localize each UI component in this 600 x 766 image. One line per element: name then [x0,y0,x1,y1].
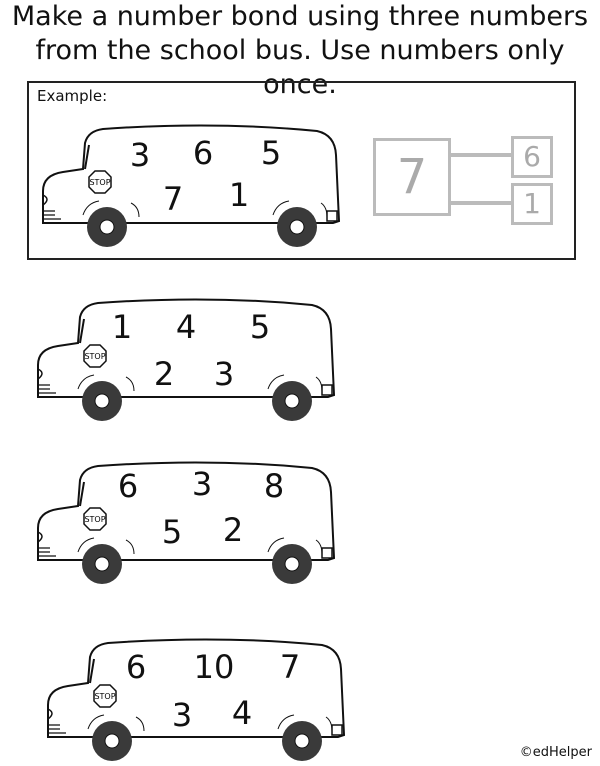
bond-part-2: 1 [511,183,553,225]
svg-text:STOP: STOP [84,515,105,524]
bus-number: 4 [175,308,197,346]
instructions: Make a number bond using three numbers f… [0,0,600,102]
bond-connector [451,153,513,157]
bus-number: 1 [228,176,250,214]
example-label: Example: [37,87,108,105]
bus-number: 8 [263,467,285,505]
bus-number: 3 [171,696,193,734]
bond-connector [451,201,513,205]
school-bus-icon: STOP [37,461,336,584]
school-bus-icon: STOP [37,298,336,421]
bus-number: 7 [279,648,301,686]
bus-1: STOP 1 4 5 2 3 [30,297,340,422]
example-box: Example: STOP 3 6 5 7 1 7 6 1 [27,81,576,260]
bus-3: STOP 6 10 7 3 4 [40,637,350,762]
bus-number: 5 [249,308,271,346]
bus-number: 5 [260,134,282,172]
instructions-line-1: Make a number bond using three numbers [11,1,589,32]
svg-text:STOP: STOP [89,178,110,187]
bus-number: 2 [222,511,244,549]
bus-number: 10 [193,648,235,686]
bus-number: 3 [191,465,213,503]
bus-number: 1 [111,308,133,346]
bus-number: 6 [192,134,214,172]
bus-number: 3 [213,355,235,393]
svg-text:STOP: STOP [94,692,115,701]
example-bus: STOP 3 6 5 7 1 [35,123,345,248]
bus-number: 3 [129,136,151,174]
instructions-line-2: from the school bus. Use numbers only on… [35,35,565,100]
school-bus-icon: STOP [42,124,341,247]
bus-number: 2 [153,355,175,393]
school-bus-icon: STOP [47,638,346,761]
bus-number: 5 [161,513,183,551]
bus-number: 6 [117,467,139,505]
bus-number: 6 [125,648,147,686]
bond-whole: 7 [373,138,451,216]
copyright: ©edHelper [519,745,592,760]
bus-2: STOP 6 3 8 5 2 [30,460,340,585]
svg-text:STOP: STOP [84,352,105,361]
bus-number: 4 [231,694,253,732]
bus-number: 7 [162,180,184,218]
bond-part-1: 6 [511,136,553,178]
